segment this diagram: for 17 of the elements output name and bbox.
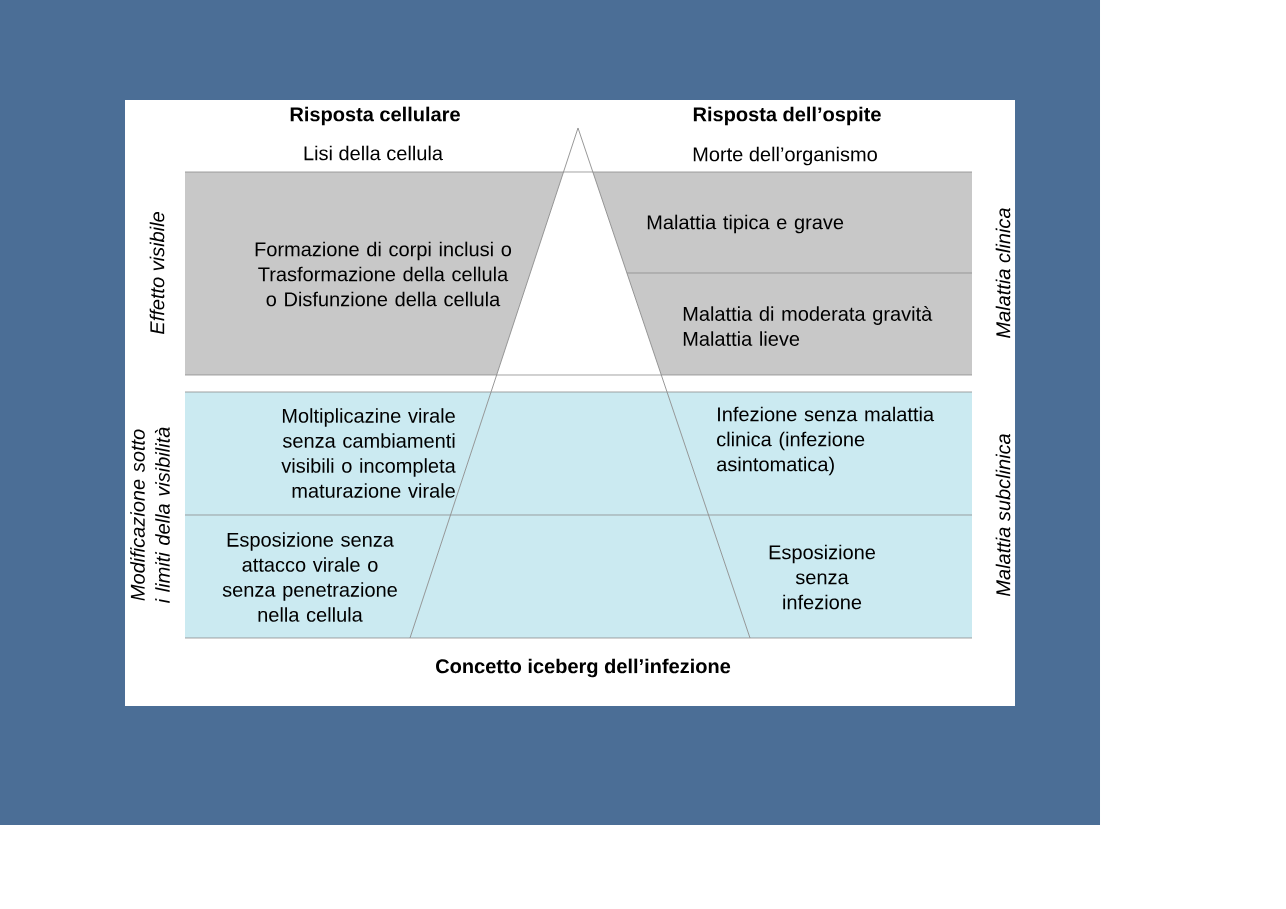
band-cell: Malattia tipica e grave [592,172,972,273]
band-cell: Malattia di moderata gravità Malattia lieve [626,273,972,375]
node-label: Infezione senza malattia clinica (infezione asintomatica) [717,406,935,476]
caption: Concetto iceberg dell’infezione [436,658,731,678]
band-cell: Moltiplicazine virale senza cambiamenti visibili o incompleta maturazione virale [185,392,491,515]
side-label: Malattia clinica [995,208,1011,338]
side-label: Effetto visibile [149,212,165,335]
node-label: Malattia di moderata gravità Malattia lieve [683,306,933,346]
column-heading: Risposta dell’ospite [693,106,881,126]
side-label: Malattia subclinica [995,434,1011,597]
side-label: Modificazione sotto i limiti della visibilità [130,427,170,603]
node-label: Moltiplicazine virale senza cambiamenti visibili o incompleta maturazione virale [281,408,456,498]
band-cell: Infezione senza malattia clinica (infezione asintomatica) [667,392,972,515]
column-heading: Risposta cellulare [290,106,460,126]
node-label: Malattia tipica e grave [647,214,844,234]
node-label: Esposizione senza attacco virale o senza penetrazione nella cellula [222,532,397,622]
node-label: Esposizione senza infezione [769,544,876,610]
